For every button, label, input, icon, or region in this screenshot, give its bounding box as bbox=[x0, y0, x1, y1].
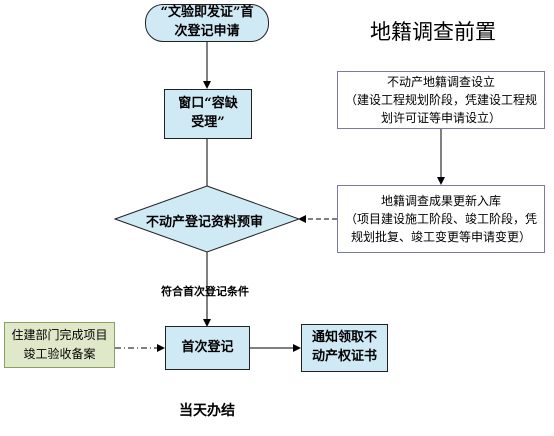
setup-node-title: 不动产地籍调查设立 bbox=[386, 75, 495, 89]
update-node-title: 地籍调查成果更新入库 bbox=[380, 194, 501, 208]
diagram-title: 地籍调查前置 bbox=[370, 20, 496, 44]
footer-label: 当天办结 bbox=[179, 403, 235, 419]
setup-node-body: （建设工程规划阶段，凭建设工程规划许可证等申请设立） bbox=[344, 93, 537, 125]
setup-node: 不动产地籍调查设立 （建设工程规划阶段，凭建设工程规划许可证等申请设立） bbox=[337, 71, 545, 129]
window-accept-node: 窗口“容缺受理” bbox=[164, 89, 252, 139]
housing-node: 住建部门完成项目竣工验收备案 bbox=[4, 322, 115, 368]
update-node-body: （项目建设施工阶段、竣工阶段，凭规划批复、竣工变更等申请变更） bbox=[344, 212, 537, 244]
decision-diamond bbox=[113, 185, 301, 253]
start-node: “文验即发证”首次登记申请 bbox=[145, 4, 269, 42]
update-node: 地籍调查成果更新入库 （项目建设施工阶段、竣工阶段，凭规划批复、竣工变更等申请变… bbox=[337, 185, 545, 253]
decision-label: 不动产登记资料预审 bbox=[146, 215, 264, 230]
condition-label: 符合首次登记条件 bbox=[161, 285, 249, 298]
notify-node: 通知领取不动产权证书 bbox=[301, 324, 388, 372]
first-registration-node: 首次登记 bbox=[165, 326, 250, 370]
